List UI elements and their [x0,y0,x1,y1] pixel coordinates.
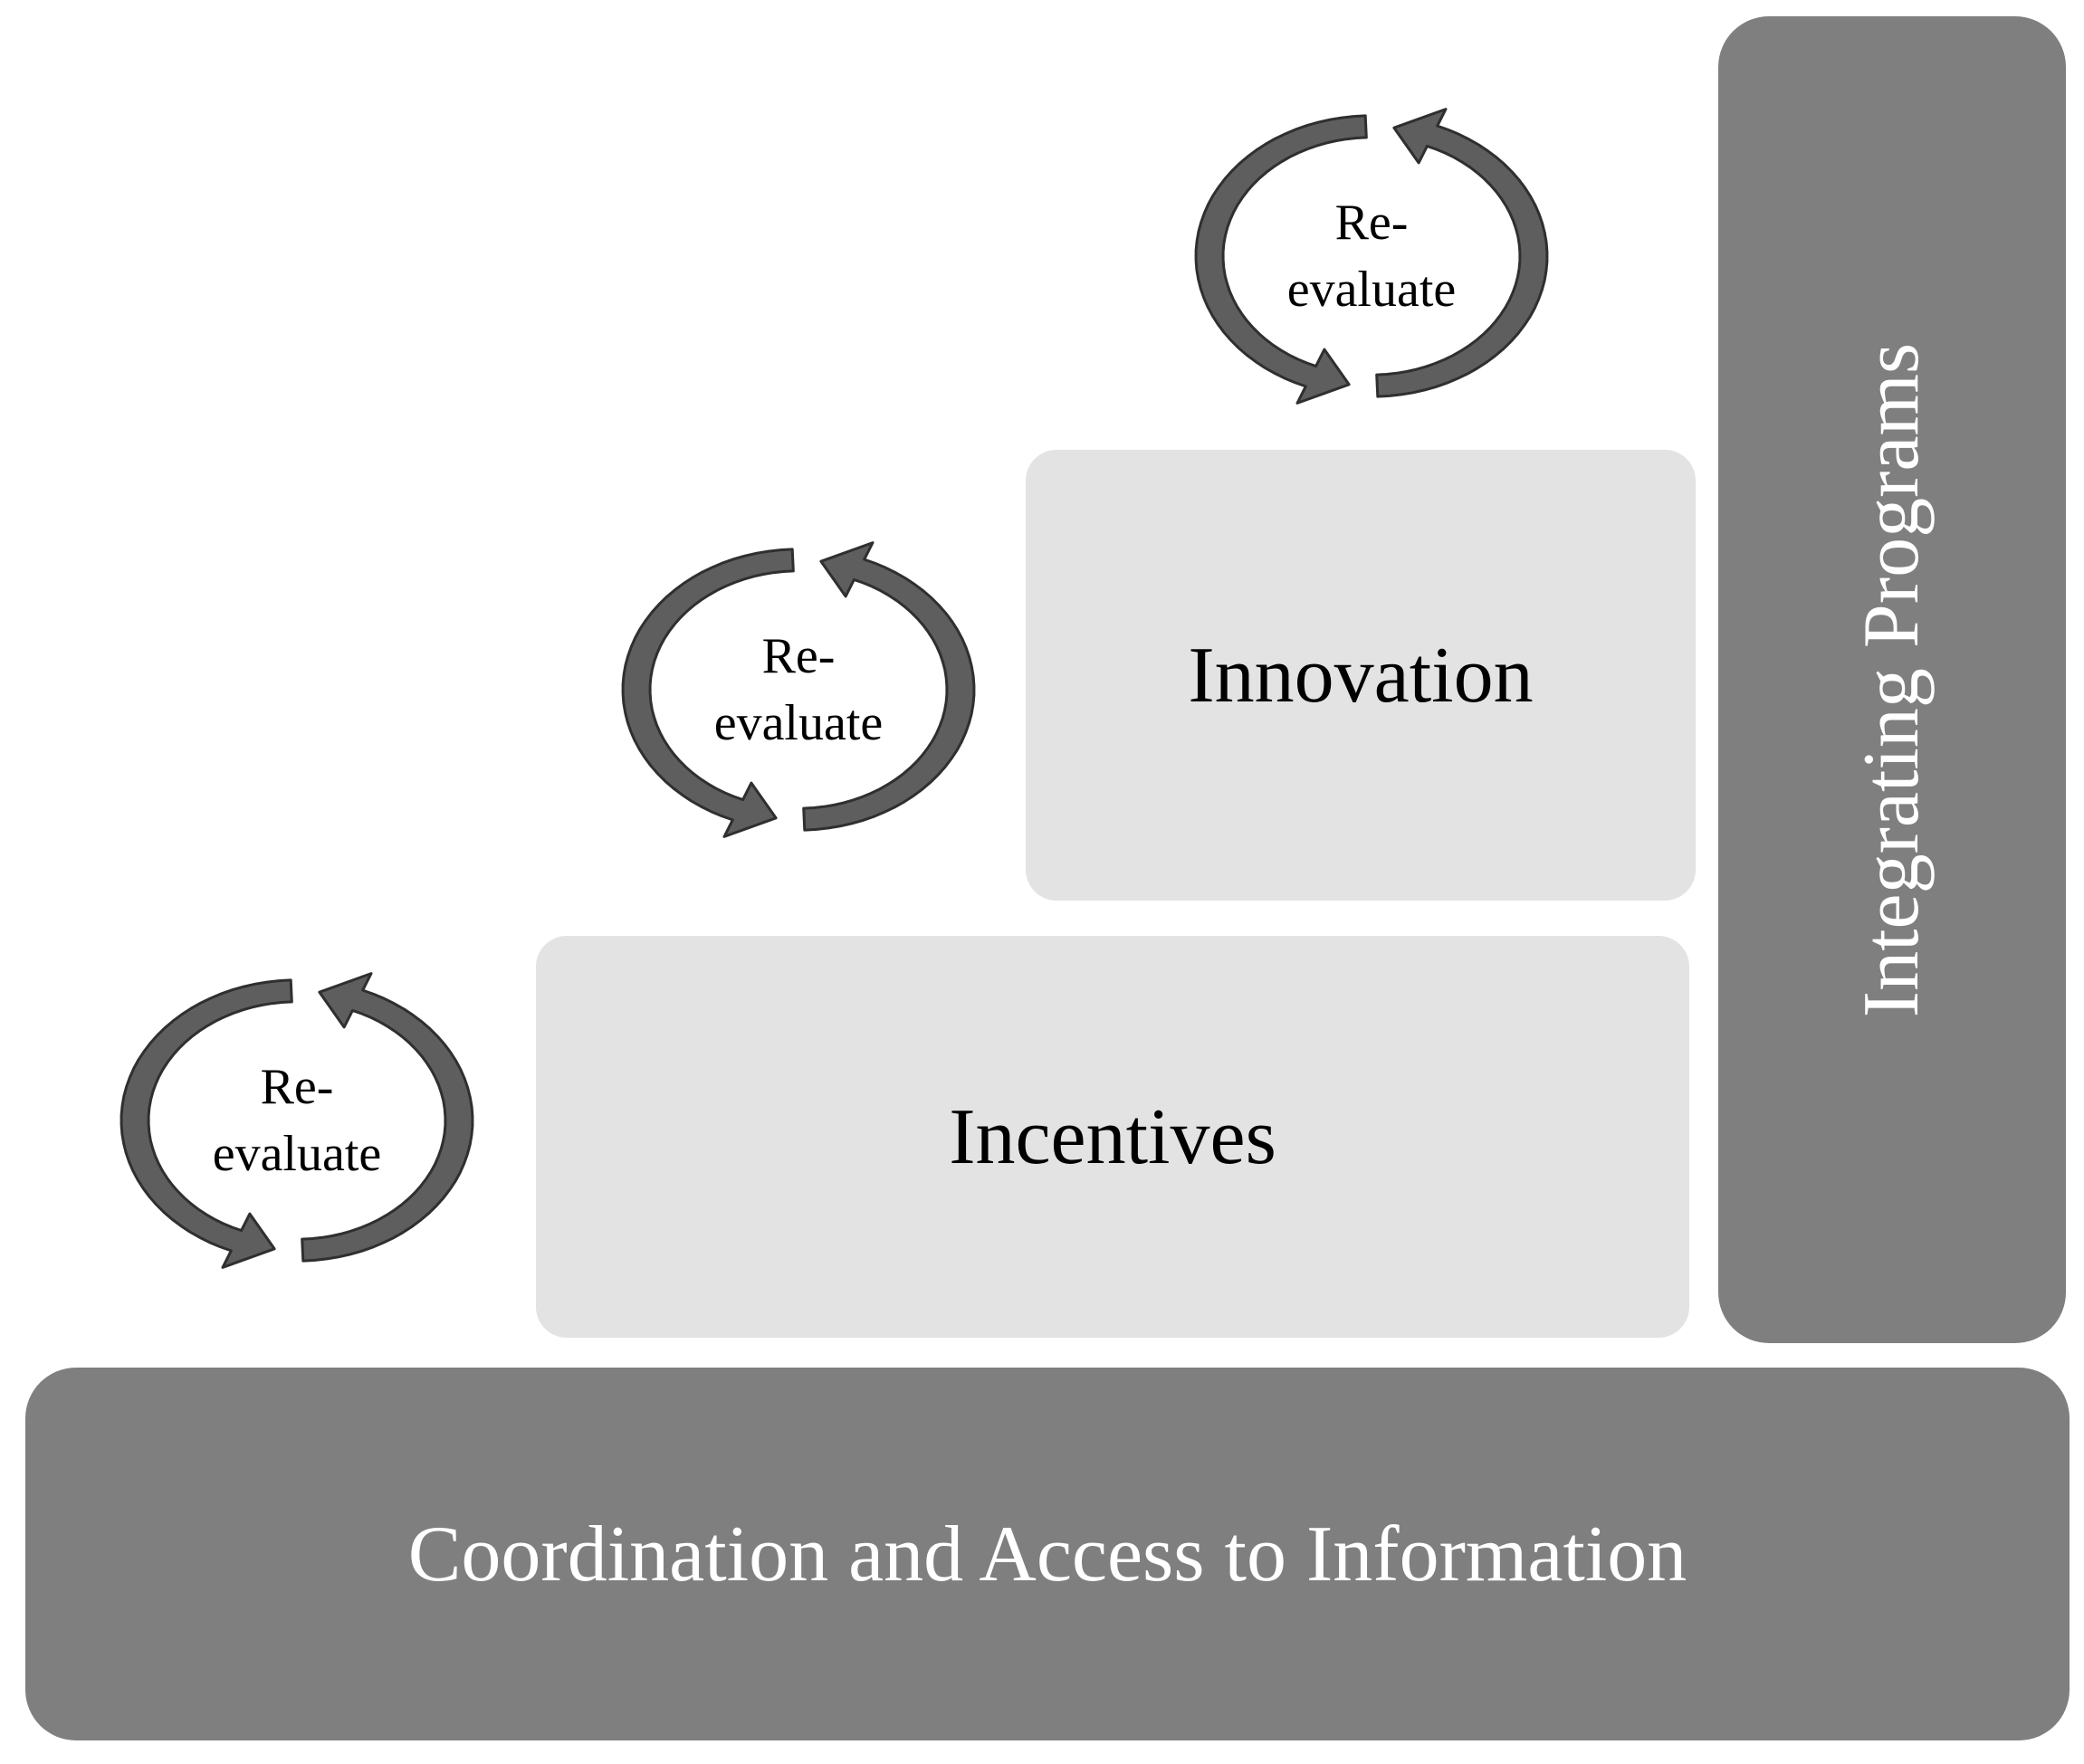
left-arrow-icon [119,978,293,1269]
reevaluate-line-1: Re- [761,628,836,684]
reevaluate-line-2: evaluate [713,695,884,751]
reevaluate-cycle-2: Re- evaluate [617,540,980,839]
circular-arrows-icon [1194,108,1549,405]
innovation-step: Innovation [1026,450,1696,901]
right-arrow-icon [301,972,474,1263]
innovation-label: Innovation [1188,631,1534,720]
left-arrow-icon [621,548,795,838]
reevaluate-cycle-1: Re- evaluate [116,971,478,1270]
circular-arrows-icon [621,541,976,838]
reevaluate-label: Re- evaluate [1190,107,1553,405]
reevaluate-line-1: Re- [1334,195,1409,251]
reevaluate-cycle-3: Re- evaluate [1190,107,1553,405]
incentives-label: Incentives [949,1092,1276,1181]
foundation-label: Coordination and Access to Information [407,1510,1687,1598]
circular-arrows-icon [119,972,474,1269]
left-arrow-icon [1194,114,1368,405]
reevaluate-line-2: evaluate [1286,262,1457,318]
integrating-programs-pillar: Integrating Programs [1718,16,2066,1343]
pillar-label: Integrating Programs [1848,342,1936,1017]
reevaluate-line-1: Re- [260,1059,334,1115]
reevaluate-line-2: evaluate [212,1126,382,1182]
right-arrow-icon [1375,108,1549,398]
reevaluate-label: Re- evaluate [617,540,980,839]
right-arrow-icon [802,541,976,832]
foundation-bar: Coordination and Access to Information [25,1368,2070,1740]
reevaluate-label: Re- evaluate [116,971,478,1270]
incentives-step: Incentives [536,936,1689,1338]
